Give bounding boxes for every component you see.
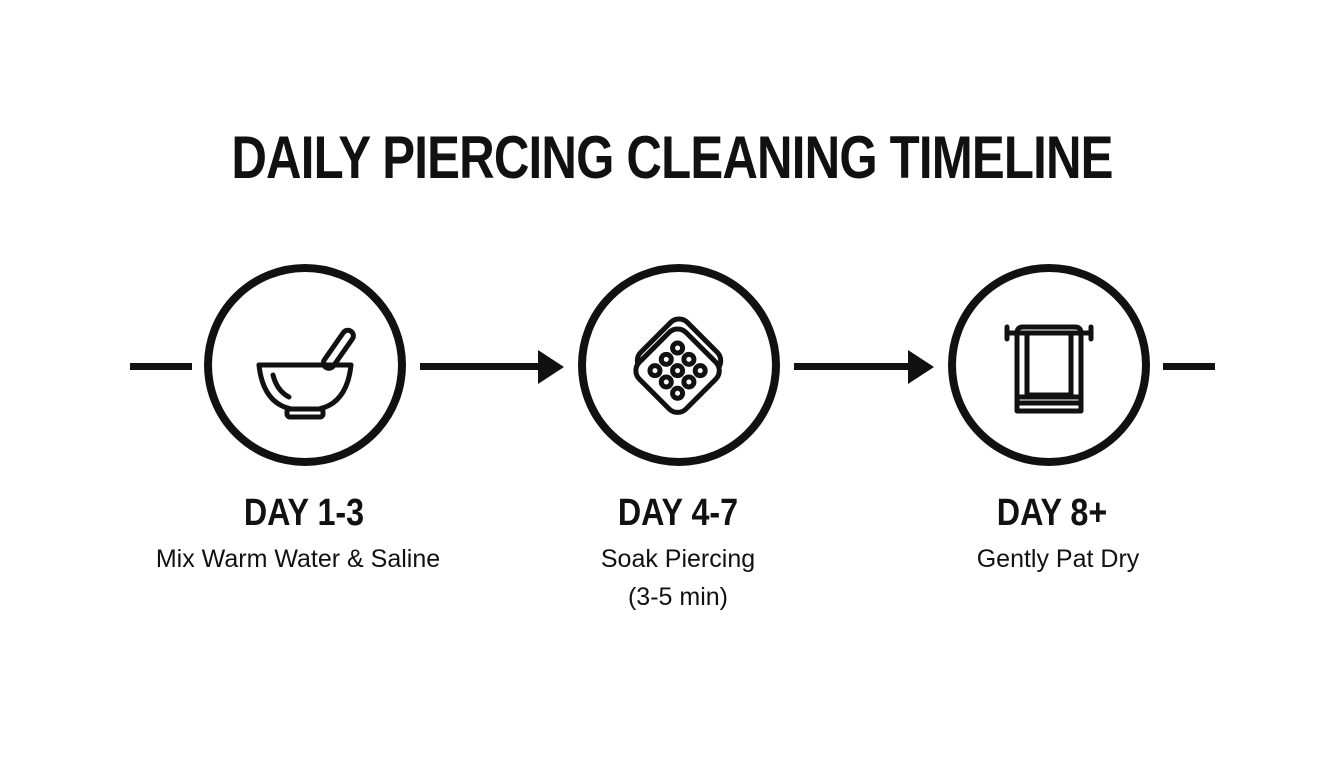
step-1-description: Mix Warm Water & Saline: [155, 545, 441, 573]
step-2-description-line-1: Soak Piercing: [600, 545, 756, 573]
arrow-head-2: [908, 350, 934, 384]
mixing-bowl-icon: [256, 327, 356, 420]
step-1-circle: [204, 264, 406, 466]
connector-line-1: [420, 363, 542, 370]
lead-in-line: [130, 363, 192, 370]
step-3-day-label: DAY 8+: [996, 492, 1108, 534]
step-2-description-line-2: (3-5 min): [627, 583, 728, 611]
step-3-description: Gently Pat Dry: [976, 545, 1140, 573]
step-1-day-label: DAY 1-3: [243, 492, 365, 534]
step-2-day-label: DAY 4-7: [617, 492, 739, 534]
towel-icon: [1004, 324, 1094, 414]
page-title: DAILY PIERCING CLEANING TIMELINE: [231, 124, 1113, 191]
gauze-pad-icon: [633, 316, 724, 415]
connector-line-2: [794, 363, 912, 370]
step-2-circle: [578, 264, 780, 466]
step-3-circle: [948, 264, 1150, 466]
arrow-head-1: [538, 350, 564, 384]
lead-out-line: [1163, 363, 1215, 370]
step-2-description: Soak Piercing (3-5 min): [478, 540, 878, 616]
